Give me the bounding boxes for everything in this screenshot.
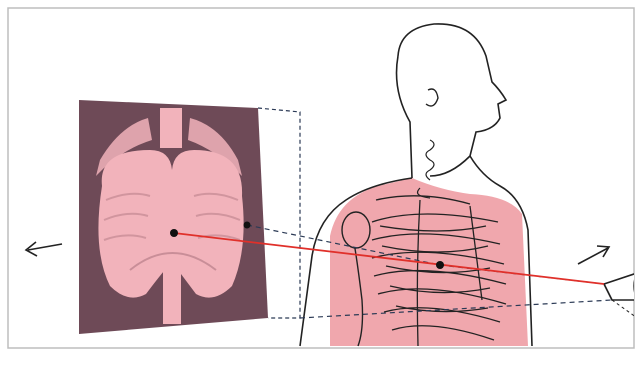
body-center-dot-icon [436, 261, 444, 269]
shoulder-joint [342, 212, 370, 248]
film-edge-dot-icon [244, 222, 251, 229]
film-center-dot-icon [170, 229, 178, 237]
